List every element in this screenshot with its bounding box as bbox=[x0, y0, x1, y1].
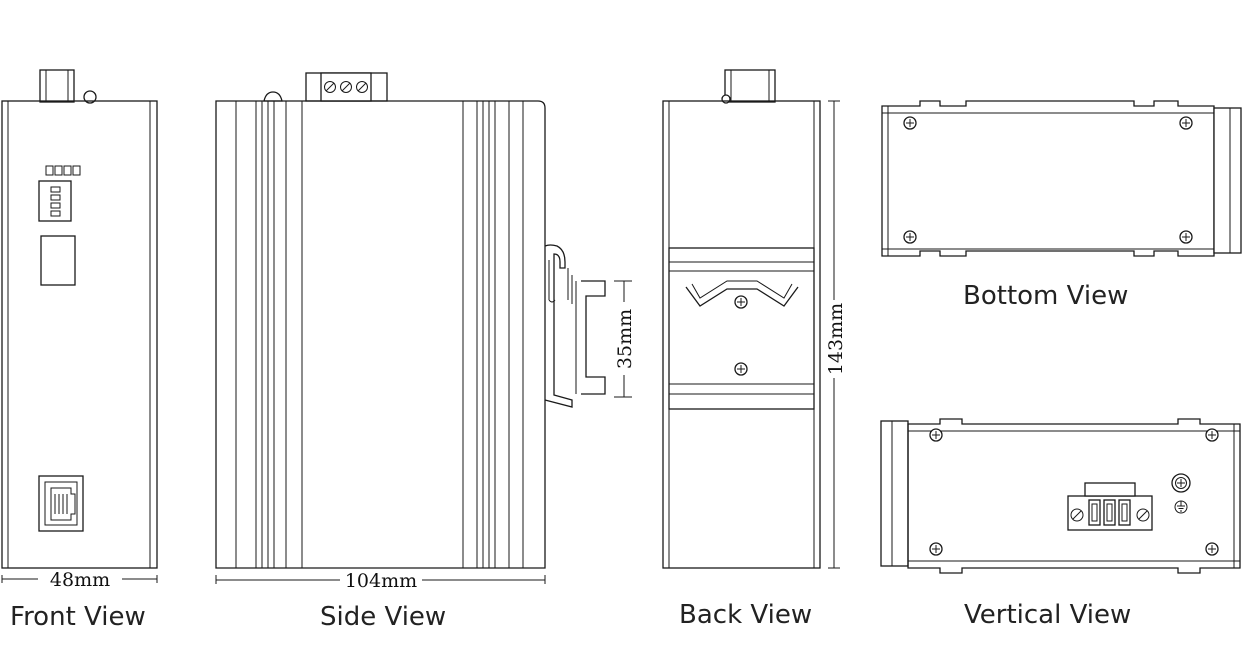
din-rail-clip bbox=[544, 244, 573, 408]
side-view: 35mm 104mm bbox=[215, 72, 636, 592]
vertical-screw-tr bbox=[1205, 428, 1219, 442]
back-ground-screw bbox=[721, 94, 731, 104]
side-view-caption: Side View bbox=[320, 602, 447, 632]
vertical-view bbox=[880, 418, 1241, 574]
bottom-end-cap bbox=[1213, 107, 1242, 254]
ground-screw bbox=[1171, 473, 1191, 493]
dip-switch bbox=[38, 180, 72, 222]
rail-height-label: 35mm bbox=[614, 309, 636, 369]
bottom-view bbox=[881, 100, 1242, 257]
back-height-dimension: 143mm bbox=[825, 100, 847, 569]
din-rail-profile bbox=[581, 280, 606, 395]
rail-height-dimension: 35mm bbox=[614, 280, 636, 398]
bottom-screw-tl bbox=[903, 116, 917, 130]
front-view-caption: Front View bbox=[10, 602, 146, 632]
vertical-view-caption: Vertical View bbox=[964, 600, 1132, 630]
bottom-view-caption: Bottom View bbox=[963, 281, 1129, 311]
vertical-screw-tl bbox=[929, 428, 943, 442]
front-top-connector-inner bbox=[45, 69, 69, 103]
side-housing bbox=[215, 100, 546, 569]
front-width-label: 48mm bbox=[50, 569, 110, 591]
bottom-screw-bl bbox=[903, 230, 917, 244]
led-indicators bbox=[45, 165, 81, 176]
power-terminal-block bbox=[1067, 482, 1153, 531]
vertical-housing bbox=[907, 418, 1241, 574]
side-width-label: 104mm bbox=[345, 570, 417, 592]
back-view: 143mm bbox=[662, 69, 847, 569]
back-height-label: 143mm bbox=[825, 303, 847, 375]
back-screw-upper bbox=[734, 295, 748, 309]
vertical-screw-bl bbox=[929, 542, 943, 556]
bottom-screw-br bbox=[1179, 230, 1193, 244]
vertical-end-cap bbox=[880, 420, 909, 567]
front-port-window bbox=[40, 235, 76, 286]
back-view-caption: Back View bbox=[679, 600, 813, 630]
front-housing bbox=[1, 100, 158, 569]
side-width-dimension: 104mm bbox=[215, 570, 546, 592]
vertical-screw-br bbox=[1205, 542, 1219, 556]
back-screw-lower bbox=[734, 362, 748, 376]
front-ground-screw bbox=[83, 90, 97, 104]
side-ground-screw bbox=[263, 91, 283, 102]
front-top-connector bbox=[39, 69, 75, 103]
bottom-screw-tr bbox=[1179, 116, 1193, 130]
din-mounting-plate bbox=[668, 247, 815, 410]
ground-symbol-icon bbox=[1174, 500, 1188, 514]
front-width-dimension: 48mm bbox=[1, 569, 158, 591]
rj45-port bbox=[38, 475, 84, 532]
bottom-housing bbox=[881, 100, 1215, 257]
back-top-connector bbox=[724, 69, 776, 103]
front-view: 48mm bbox=[1, 69, 158, 591]
